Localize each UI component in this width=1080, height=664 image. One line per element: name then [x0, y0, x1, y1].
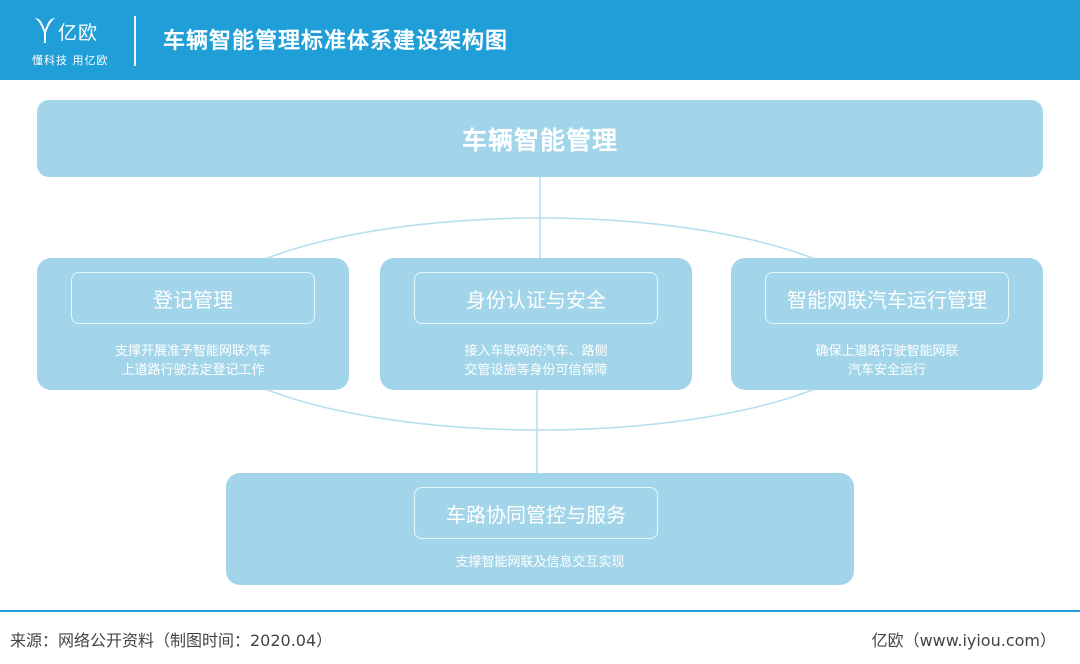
header-bar: 亿欧 懂科技 用亿欧 车辆智能管理标准体系建设架构图: [0, 0, 1080, 80]
module-desc-line: 交管设施等身份可信保障: [464, 363, 608, 378]
module-desc-line: 支撑开展准予智能网联汽车: [114, 344, 271, 359]
module-desc-registration: 支撑开展准予智能网联汽车 上道路行驶法定登记工作: [37, 342, 349, 380]
module-box-registration: 登记管理 支撑开展准予智能网联汽车 上道路行驶法定登记工作: [37, 258, 349, 390]
module-desc-operation: 确保上道路行驶智能网联 汽车安全运行: [731, 342, 1043, 380]
module-desc-identity-security: 接入车联网的汽车、路侧 交管设施等身份可信保障: [380, 342, 692, 380]
module-desc-line: 接入车联网的汽车、路侧: [464, 344, 608, 359]
bottom-box-label: 车路协同管控与服务: [414, 487, 658, 539]
footer-divider: [0, 610, 1080, 612]
footer-site-link[interactable]: 亿欧（www.iyiou.com）: [871, 631, 1056, 650]
page-title: 车辆智能管理标准体系建设架构图: [163, 29, 509, 54]
header-divider: [134, 16, 136, 66]
logo-name: 亿欧: [58, 22, 99, 44]
bottom-box: 车路协同管控与服务 支撑智能网联及信息交互实现: [226, 473, 854, 585]
module-desc-line: 汽车安全运行: [847, 363, 926, 378]
bottom-box-desc: 支撑智能网联及信息交互实现: [455, 555, 625, 570]
top-box-label: 车辆智能管理: [461, 125, 618, 155]
logo-y-icon: [35, 18, 55, 43]
top-box: 车辆智能管理: [37, 100, 1043, 177]
module-label-identity-security: 身份认证与安全: [414, 272, 658, 324]
module-box-identity-security: 身份认证与安全 接入车联网的汽车、路侧 交管设施等身份可信保障: [380, 258, 692, 390]
module-box-operation: 智能网联汽车运行管理 确保上道路行驶智能网联 汽车安全运行: [731, 258, 1043, 390]
footer-source: 来源：网络公开资料（制图时间：2020.04）: [10, 631, 333, 650]
logo[interactable]: 亿欧 懂科技 用亿欧: [28, 14, 112, 68]
module-desc-line: 上道路行驶法定登记工作: [121, 363, 265, 378]
module-label-registration: 登记管理: [71, 272, 315, 324]
logo-slogan: 懂科技 用亿欧: [32, 54, 109, 67]
module-desc-line: 确保上道路行驶智能网联: [815, 344, 959, 359]
module-label-operation: 智能网联汽车运行管理: [765, 272, 1009, 324]
